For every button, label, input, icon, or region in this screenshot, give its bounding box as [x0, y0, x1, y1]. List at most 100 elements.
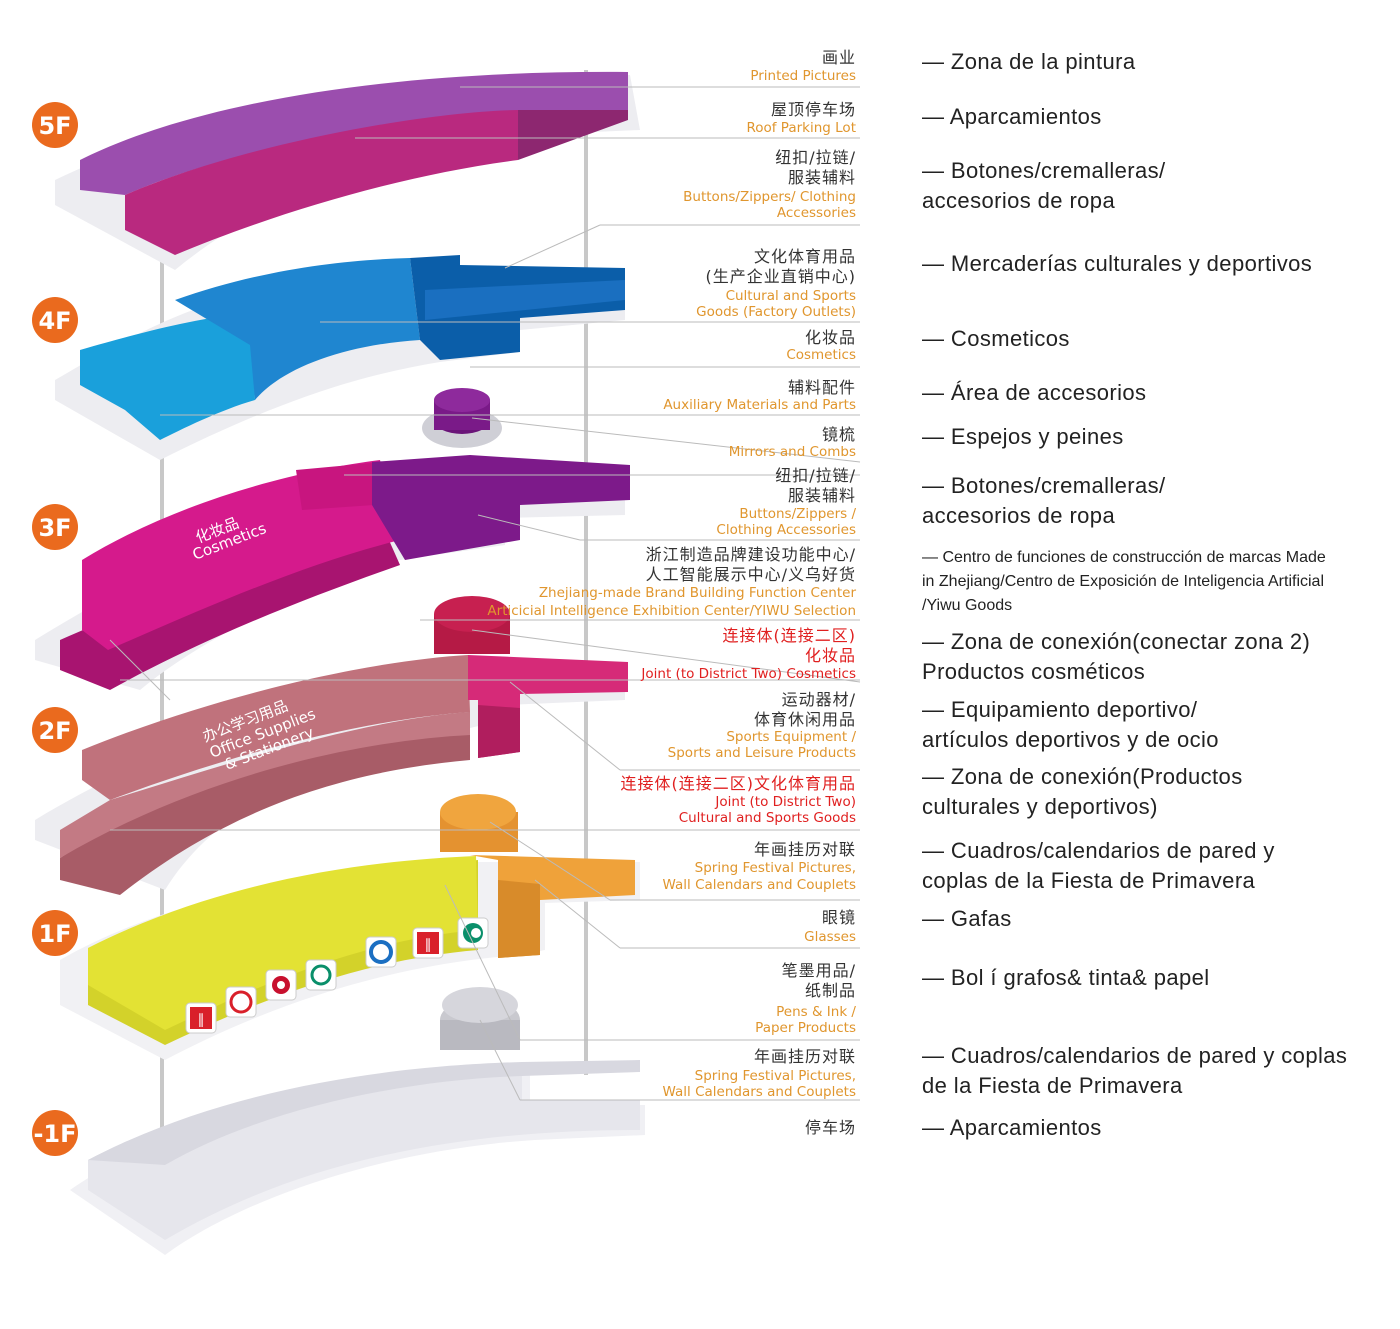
zone-label-chinese: 连接体(连接二区)	[723, 626, 857, 645]
zone-label-english: Articicial Intelligence Exhibition Cente…	[487, 603, 856, 619]
zone-label-chinese: 纽扣/拉链/	[775, 148, 856, 167]
floor-2f: 办公学习用品 Office Supplies & Stationery	[35, 596, 628, 895]
zone-label-spanish: — Centro de funciones de construcción de…	[922, 549, 1326, 566]
floor-badge-3f: 3F	[32, 504, 78, 550]
zone-label-english: Paper Products	[755, 1020, 856, 1036]
zone-label-chinese: 化妆品	[805, 646, 856, 665]
zone-label-chinese: 服装辅料	[788, 168, 856, 187]
zone-label-chinese: 化妆品	[805, 328, 856, 347]
floor-badge-circle	[32, 910, 78, 956]
zone-label-chinese: 年画挂历对联	[754, 1047, 856, 1066]
zone-label-chinese: 文化体育用品	[754, 247, 856, 266]
zone-label-spanish: — Gafas	[922, 906, 1012, 931]
floor-badge-4f: 4F	[32, 297, 78, 343]
zone-label-chinese: 人工智能展示中心/义乌好货	[646, 565, 856, 584]
floor-badge-circle	[32, 1110, 78, 1156]
floor-badge-label: 2F	[38, 717, 71, 745]
leader-lines	[109, 86, 861, 1101]
floor-badges: 5F 4F 3F 2F 1F -1F	[32, 102, 78, 1156]
zone-label-spanish: in Zhejiang/Centro de Exposición de Inte…	[922, 573, 1324, 590]
zone-label-chinese: (生产企业直销中心)	[706, 267, 857, 286]
restaurant-icon: ∥	[185, 1002, 217, 1034]
zone-label-chinese: 镜梳	[822, 425, 856, 444]
zone-label-chinese: 笔墨用品/	[782, 961, 856, 980]
zone-label-spanish: coplas de la Fiesta de Primavera	[922, 868, 1256, 893]
floor-badge-1f: 1F	[32, 910, 78, 956]
zone-label-spanish: artículos deportivos y de ocio	[922, 727, 1219, 752]
floor-1f: ∥ ∥	[60, 794, 640, 1060]
zone-label-english: Clothing Accessories	[716, 522, 856, 538]
zone-label-chinese: 画业	[822, 48, 856, 67]
zone-label-spanish: — Espejos y peines	[922, 424, 1124, 449]
floor-b1	[70, 987, 645, 1255]
zone-label-17: 停车场 — Aparcamientos	[805, 1115, 1102, 1140]
zone-label-english: Joint (to District Two)	[714, 794, 856, 810]
floor-badge-label: 5F	[38, 112, 71, 140]
floor-badge-label: -1F	[33, 1120, 76, 1148]
zone-label-spanish: Productos cosméticos	[922, 659, 1145, 684]
zone-label-spanish: — Zona de conexión(conectar zona 2)	[922, 629, 1310, 654]
floor-badge-label: 3F	[38, 514, 71, 542]
zone-label-english: Wall Calendars and Couplets	[663, 877, 856, 893]
restaurant-icon-2: ∥	[412, 927, 444, 959]
zone-label-spanish: — Botones/cremalleras/	[922, 158, 1166, 183]
zone-label-spanish: — Zona de conexión(Productos	[922, 764, 1243, 789]
zone-label-spanish: — Aparcamientos	[922, 1115, 1102, 1140]
bank-icon	[225, 986, 257, 1018]
zone-label-chinese: 辅料配件	[788, 378, 856, 397]
zone-label-english: Printed Pictures	[750, 68, 856, 84]
zone-label-chinese: 浙江制造品牌建设功能中心/	[646, 545, 856, 564]
zone-label-english: Accessories	[777, 205, 856, 221]
zone-label-chinese: 运动器材/	[782, 690, 856, 709]
zone-label-spanish: — Cuadros/calendarios de pared y	[922, 838, 1275, 863]
zone-label-spanish: accesorios de ropa	[922, 503, 1115, 528]
zone-label-english: Sports Equipment /	[726, 729, 856, 745]
zone-label-english: Cultural and Sports Goods	[679, 810, 856, 826]
zone-label-9: 浙江制造品牌建设功能中心/人工智能展示中心/义乌好货Zhejiang-made …	[487, 545, 1325, 619]
svg-text:∥: ∥	[425, 937, 432, 953]
bank-flower-icon	[265, 969, 297, 1001]
zone-label-spanish: — Mercaderías culturales y deportivos	[922, 251, 1312, 276]
floor-badge-circle	[32, 504, 78, 550]
floor-badge-label: 4F	[38, 307, 71, 335]
zone-label-english: Joint (to District Two) Cosmetics	[640, 666, 856, 682]
zone-label-chinese: 体育休闲用品	[754, 710, 856, 729]
bank-c-icon	[365, 936, 397, 968]
zone-label-chinese: 年画挂历对联	[754, 840, 856, 859]
zone-label-spanish: accesorios de ropa	[922, 188, 1115, 213]
zone-label-english: Wall Calendars and Couplets	[663, 1084, 856, 1100]
zone-label-english: Buttons/Zippers/ Clothing	[683, 189, 856, 205]
zone-label-english: Spring Festival Pictures,	[695, 1068, 856, 1084]
zone-label-spanish: — Área de accesorios	[922, 380, 1146, 405]
zone-label-english: Cultural and Sports	[726, 288, 856, 304]
floor-badge-5f: 5F	[32, 102, 78, 148]
zone-label-english: Roof Parking Lot	[746, 120, 856, 136]
floor-5f	[55, 71, 640, 270]
zone-label-chinese: 停车场	[805, 1118, 856, 1137]
floor-badge-circle	[32, 707, 78, 753]
floor-badge-b1f: -1F	[32, 1110, 78, 1156]
svg-text:∥: ∥	[198, 1012, 205, 1028]
zone-label-chinese: 纽扣/拉链/	[775, 466, 856, 485]
zone-label-english: Buttons/Zippers /	[739, 506, 856, 522]
zone-label-16: 年画挂历对联 Spring Festival Pictures,Wall Cale…	[663, 1043, 1347, 1100]
zone-label-english: Mirrors and Combs	[729, 444, 856, 460]
zone-label-english: Sports and Leisure Products	[668, 745, 856, 761]
zone-label-english: Goods (Factory Outlets)	[696, 304, 856, 320]
zone-label-chinese: 服装辅料	[788, 486, 856, 505]
floor-4f	[55, 255, 625, 460]
zone-label-chinese: 连接体(连接二区)文化体育用品	[621, 774, 857, 793]
floor-3f: 化妆品 Cosmetics	[35, 388, 630, 690]
zone-label-english: Cosmetics	[786, 347, 856, 363]
zone-label-spanish: — Botones/cremalleras/	[922, 473, 1166, 498]
